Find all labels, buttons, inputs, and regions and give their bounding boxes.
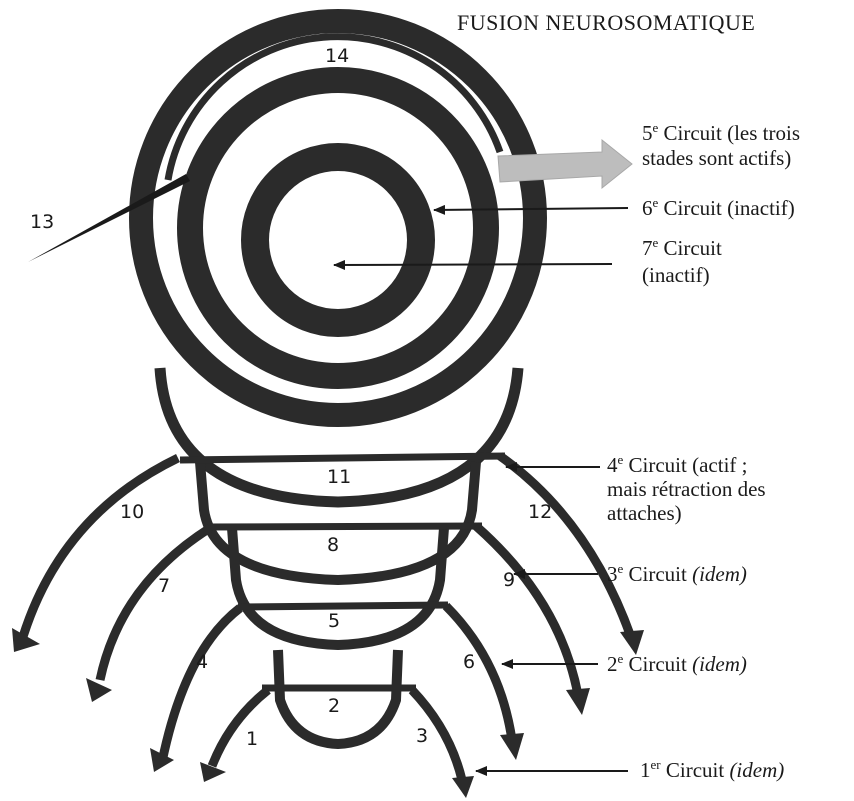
number-13: 13	[30, 211, 54, 233]
number-1: 1	[246, 728, 258, 750]
circuit-labels: 5e Circuit (les trois stades sont actifs…	[607, 120, 800, 782]
ring-6th-circuit	[255, 157, 421, 323]
number-11: 11	[327, 466, 351, 488]
head-circles	[141, 21, 535, 415]
bar-5	[238, 605, 448, 607]
number-8: 8	[327, 534, 339, 556]
label-5th-circuit-line1: 5e Circuit (les trois	[642, 120, 800, 145]
label-7th-circuit-line2: (inactif)	[642, 263, 710, 287]
label-4th-circuit-line3: attaches)	[607, 501, 682, 525]
number-7: 7	[158, 575, 170, 597]
arm-10	[22, 458, 178, 640]
arm-9-head	[566, 688, 590, 715]
diagram-title: FUSION NEUROSOMATIQUE	[457, 10, 755, 35]
label-4th-circuit-line2: mais rétraction des	[607, 477, 766, 501]
arm-1	[212, 690, 268, 766]
number-3: 3	[416, 725, 428, 747]
number-9: 9	[503, 569, 515, 591]
label-6th-circuit: 6e Circuit (inactif)	[642, 195, 795, 220]
arm-3-head	[452, 776, 474, 798]
number-2: 2	[328, 695, 340, 717]
arrow-7th-circuit	[334, 264, 612, 265]
bar-11	[180, 456, 505, 460]
label-4th-circuit-line1: 4e Circuit (actif ;	[607, 452, 748, 477]
arm-7-head	[86, 678, 112, 702]
number-10: 10	[120, 501, 144, 523]
number-5: 5	[328, 610, 340, 632]
number-12: 12	[528, 501, 552, 523]
arrow-6th-circuit	[434, 208, 628, 210]
number-6: 6	[463, 651, 475, 673]
label-3rd-circuit: 3e Circuit (idem)	[607, 561, 747, 586]
arm-6	[446, 606, 512, 740]
label-2nd-circuit: 2e Circuit (idem)	[607, 651, 747, 676]
number-14: 14	[325, 45, 349, 67]
arm-6-head	[500, 733, 524, 760]
number-4: 4	[196, 651, 208, 673]
label-7th-circuit-line1: 7e Circuit	[642, 235, 722, 260]
label-1st-circuit: 1er Circuit (idem)	[640, 757, 784, 782]
label-5th-circuit-line2: stades sont actifs)	[642, 146, 791, 170]
bar-8	[205, 526, 482, 527]
